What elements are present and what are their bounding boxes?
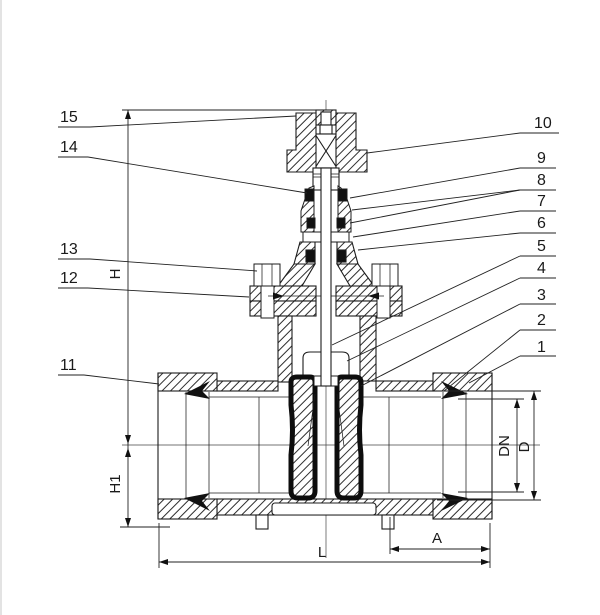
o-ring-seal <box>306 217 316 229</box>
callout-10: 10 <box>534 115 552 132</box>
callout-11: 11 <box>60 357 77 374</box>
bonnet-dome-right <box>336 263 376 287</box>
cap-neck <box>319 124 333 135</box>
page-edge-line <box>0 0 2 615</box>
wedge-leg-left-rubber <box>288 374 318 501</box>
socket-right-bottom <box>432 498 493 520</box>
bonnet-bolts <box>253 263 399 319</box>
wedge-guide-line <box>307 393 316 447</box>
callout-1: 1 <box>537 339 546 356</box>
callout-3: 3 <box>537 287 546 304</box>
tube-top-right <box>375 380 434 392</box>
callout-8: 8 <box>537 172 546 189</box>
body-flange-right <box>335 300 403 317</box>
callout-labels: 15 14 13 12 11 10 9 8 7 6 5 4 3 2 1 <box>60 109 552 374</box>
o-ring-seal <box>304 188 315 202</box>
axis-arrow <box>368 292 379 300</box>
yoke-right <box>335 112 368 173</box>
tube-top-left <box>216 380 279 392</box>
stem-top <box>320 111 332 126</box>
callout-4: 4 <box>537 260 546 277</box>
axis-arrow <box>273 292 284 300</box>
body-sump <box>271 502 377 516</box>
bolt-shank-left <box>260 285 275 319</box>
callout-2: 2 <box>537 312 546 329</box>
yoke-left <box>286 112 317 173</box>
callout-9: 9 <box>537 150 546 167</box>
dimension-lines <box>120 109 541 568</box>
dim-label-d: D <box>516 441 533 452</box>
yoke <box>286 112 368 191</box>
dim-label-h1: H1 <box>107 474 124 493</box>
body-neck-wall-right <box>359 315 377 382</box>
gasket-ring <box>441 493 468 511</box>
callout-12: 12 <box>60 270 78 287</box>
callout-5: 5 <box>537 238 546 255</box>
callout-6: 6 <box>537 215 546 232</box>
bolt-shank-right <box>376 285 391 319</box>
body <box>209 315 441 530</box>
body-flange-left <box>249 300 317 317</box>
bolt-head-left <box>253 263 281 287</box>
o-ring-seal <box>337 188 348 202</box>
callout-15: 15 <box>60 109 78 126</box>
bonnet-flange-left <box>249 285 317 302</box>
callout-14: 14 <box>60 139 78 156</box>
dimension-arrows <box>125 110 537 565</box>
wedge-guide-line <box>336 393 345 447</box>
callout-7: 7 <box>537 193 546 210</box>
dim-label-a: A <box>432 530 442 547</box>
socket-right <box>432 372 493 520</box>
dim-label-l: L <box>318 544 326 561</box>
callout-13: 13 <box>60 241 78 258</box>
dim-label-dn: DN <box>496 435 513 457</box>
body-foot-left <box>255 514 269 530</box>
gasket-ring <box>184 381 210 399</box>
body-neck-wall-left <box>277 315 293 383</box>
stem-nut-cross-2 <box>314 133 338 169</box>
bonnet-flange-right <box>335 285 403 302</box>
callout-leaders <box>58 115 559 392</box>
dim-label-h: H <box>107 269 124 280</box>
dimension-labels: H H1 L A DN D <box>107 269 533 561</box>
stem <box>320 167 332 387</box>
socket-left <box>157 372 218 520</box>
wedge-leg-right-rubber <box>334 374 364 501</box>
gasket-ring <box>441 381 468 399</box>
stem-o-ring <box>305 249 316 263</box>
bonnet-dome-left <box>276 263 316 287</box>
body-foot-right <box>381 514 395 530</box>
gasket-ring <box>184 493 210 511</box>
stem-cap-assembly <box>314 109 338 169</box>
stem-o-ring <box>336 249 347 263</box>
bolt-head-right <box>371 263 399 287</box>
o-ring-seal <box>336 217 346 229</box>
